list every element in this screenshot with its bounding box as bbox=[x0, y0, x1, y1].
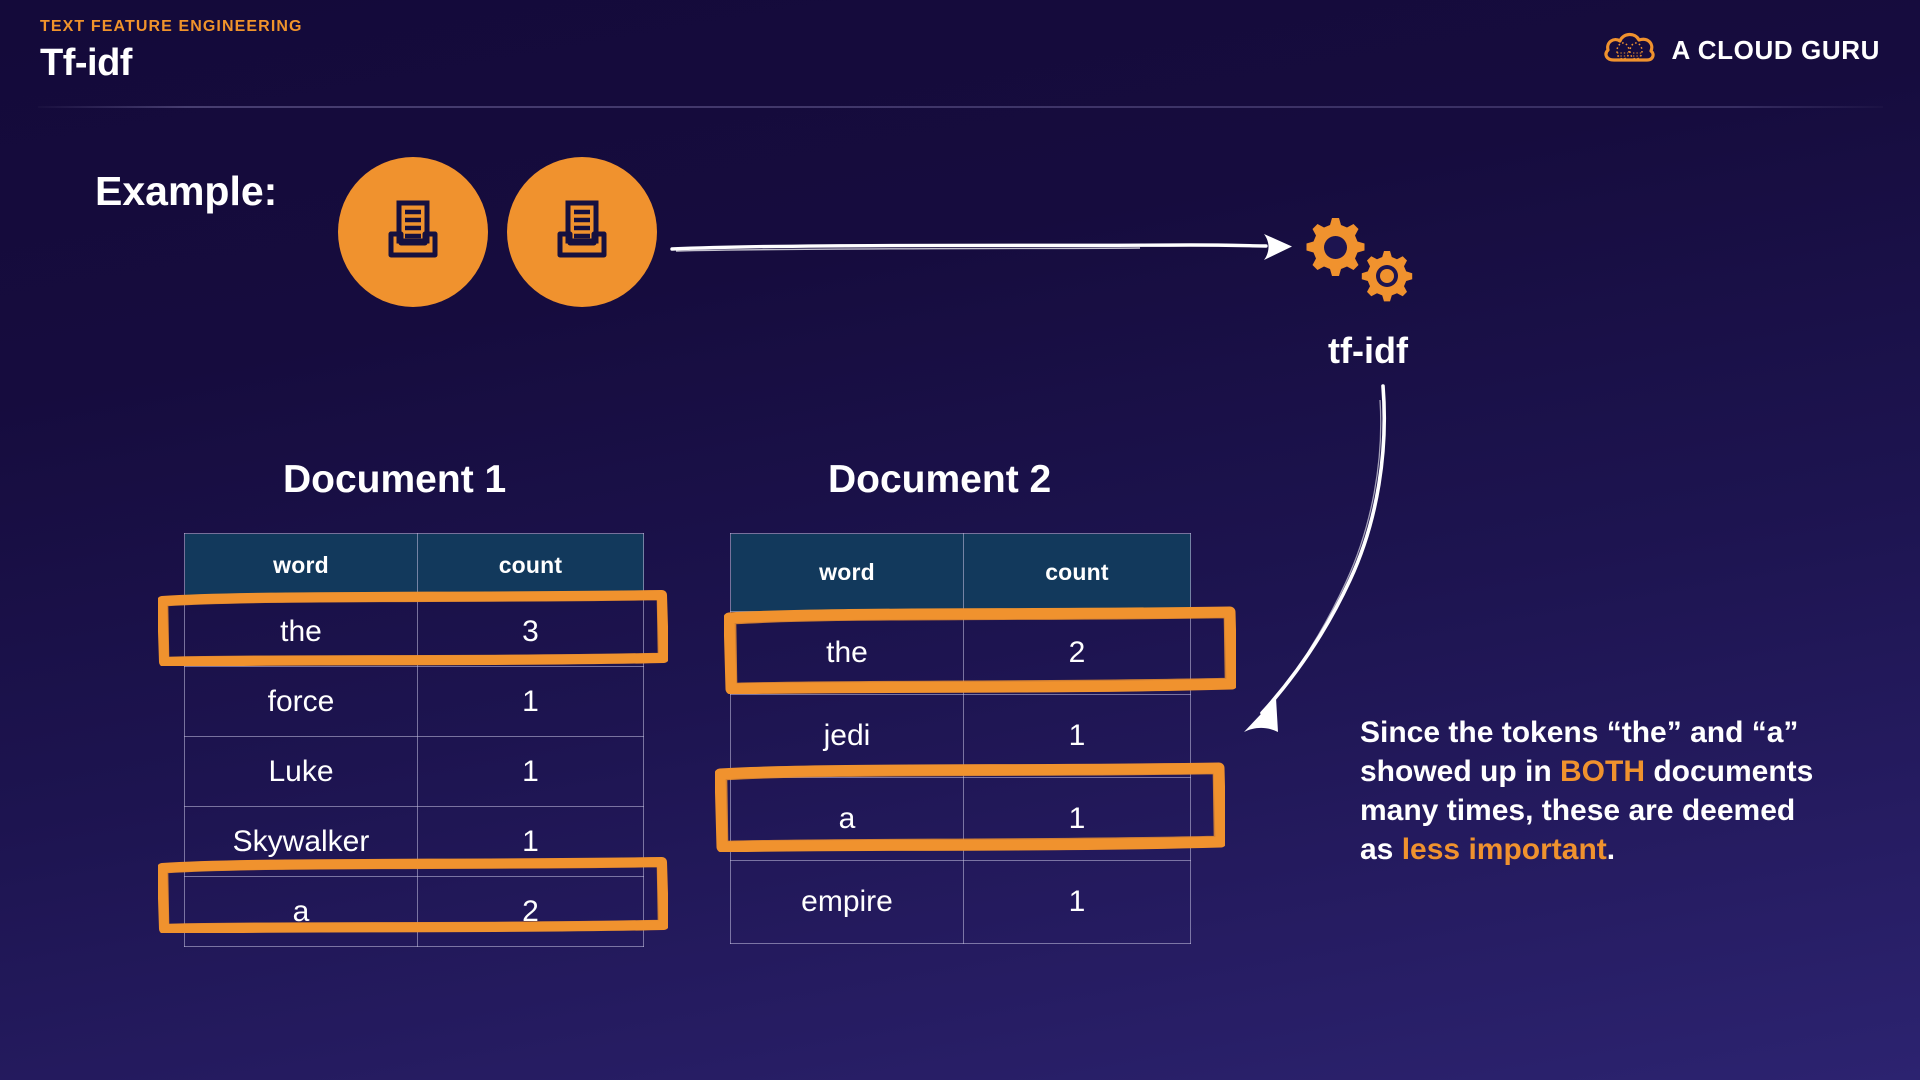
table-title-document-1: Document 1 bbox=[283, 458, 507, 501]
cell-word: a bbox=[184, 876, 418, 947]
table-row: a 2 bbox=[184, 876, 644, 947]
cell-count: 1 bbox=[417, 806, 644, 877]
column-header-word: word bbox=[184, 533, 418, 597]
table-row: the 3 bbox=[184, 596, 644, 667]
column-header-count: count bbox=[417, 533, 644, 597]
document-inbox-icon bbox=[374, 191, 452, 274]
word-count-table-document-1: word count the 3 force 1 Luke 1 Skywalke… bbox=[184, 533, 644, 947]
cloud-brain-icon bbox=[1602, 28, 1658, 73]
explanation-part-2: documents many times, these are deemed a… bbox=[1360, 755, 1814, 866]
explanation-text: Since the tokens “the” and “a” showed up… bbox=[1360, 713, 1830, 869]
brand-name: A CLOUD GURU bbox=[1671, 35, 1880, 65]
cell-word: the bbox=[730, 611, 964, 695]
curved-arrow-down-left-icon bbox=[1200, 380, 1500, 760]
document-icon-circle-2 bbox=[507, 157, 657, 307]
cell-word: Luke bbox=[184, 736, 418, 807]
cell-count: 1 bbox=[417, 666, 644, 737]
cell-word: Skywalker bbox=[184, 806, 418, 877]
cell-word: a bbox=[730, 777, 964, 861]
column-header-word: word bbox=[730, 533, 964, 612]
straight-arrow-right-icon bbox=[670, 218, 1300, 278]
table-row: empire 1 bbox=[730, 860, 1191, 944]
table-row: force 1 bbox=[184, 666, 644, 737]
page-title: Tf-idf bbox=[40, 42, 132, 84]
example-label: Example: bbox=[95, 168, 278, 214]
gears-icon bbox=[1298, 210, 1438, 310]
cell-count: 2 bbox=[417, 876, 644, 947]
table-header-row: word count bbox=[730, 533, 1191, 612]
cell-count: 3 bbox=[417, 596, 644, 667]
table-row: Skywalker 1 bbox=[184, 806, 644, 877]
table-row: a 1 bbox=[730, 777, 1191, 861]
table-title-document-2: Document 2 bbox=[828, 458, 1052, 501]
explanation-emphasis-both: BOTH bbox=[1560, 755, 1645, 788]
cell-word: jedi bbox=[730, 694, 964, 778]
cell-count: 1 bbox=[963, 860, 1191, 944]
word-count-table-document-2: word count the 2 jedi 1 a 1 empire 1 bbox=[730, 533, 1191, 944]
document-inbox-icon bbox=[543, 191, 621, 274]
tfidf-label: tf-idf bbox=[1328, 330, 1408, 371]
column-header-count: count bbox=[963, 533, 1191, 612]
slide-kicker: TEXT FEATURE ENGINEERING bbox=[40, 18, 303, 35]
table-row: the 2 bbox=[730, 611, 1191, 695]
explanation-emphasis-less-important: less important bbox=[1401, 833, 1607, 866]
explanation-part-3: . bbox=[1606, 833, 1616, 866]
document-icon-circle-1 bbox=[338, 157, 488, 307]
cell-word: the bbox=[184, 596, 418, 667]
explanation-part-1: Since the tokens “the” and “a” showed up… bbox=[1360, 716, 1799, 788]
cell-word: empire bbox=[730, 860, 964, 944]
cell-word: force bbox=[184, 666, 418, 737]
table-row: jedi 1 bbox=[730, 694, 1191, 778]
cell-count: 1 bbox=[417, 736, 644, 807]
table-header-row: word count bbox=[184, 533, 644, 597]
cell-count: 1 bbox=[963, 777, 1191, 861]
cell-count: 1 bbox=[963, 694, 1191, 778]
table-row: Luke 1 bbox=[184, 736, 644, 807]
header-divider bbox=[38, 106, 1883, 108]
cell-count: 2 bbox=[963, 611, 1191, 695]
brand-logo: A CLOUD GURU bbox=[1602, 28, 1880, 73]
